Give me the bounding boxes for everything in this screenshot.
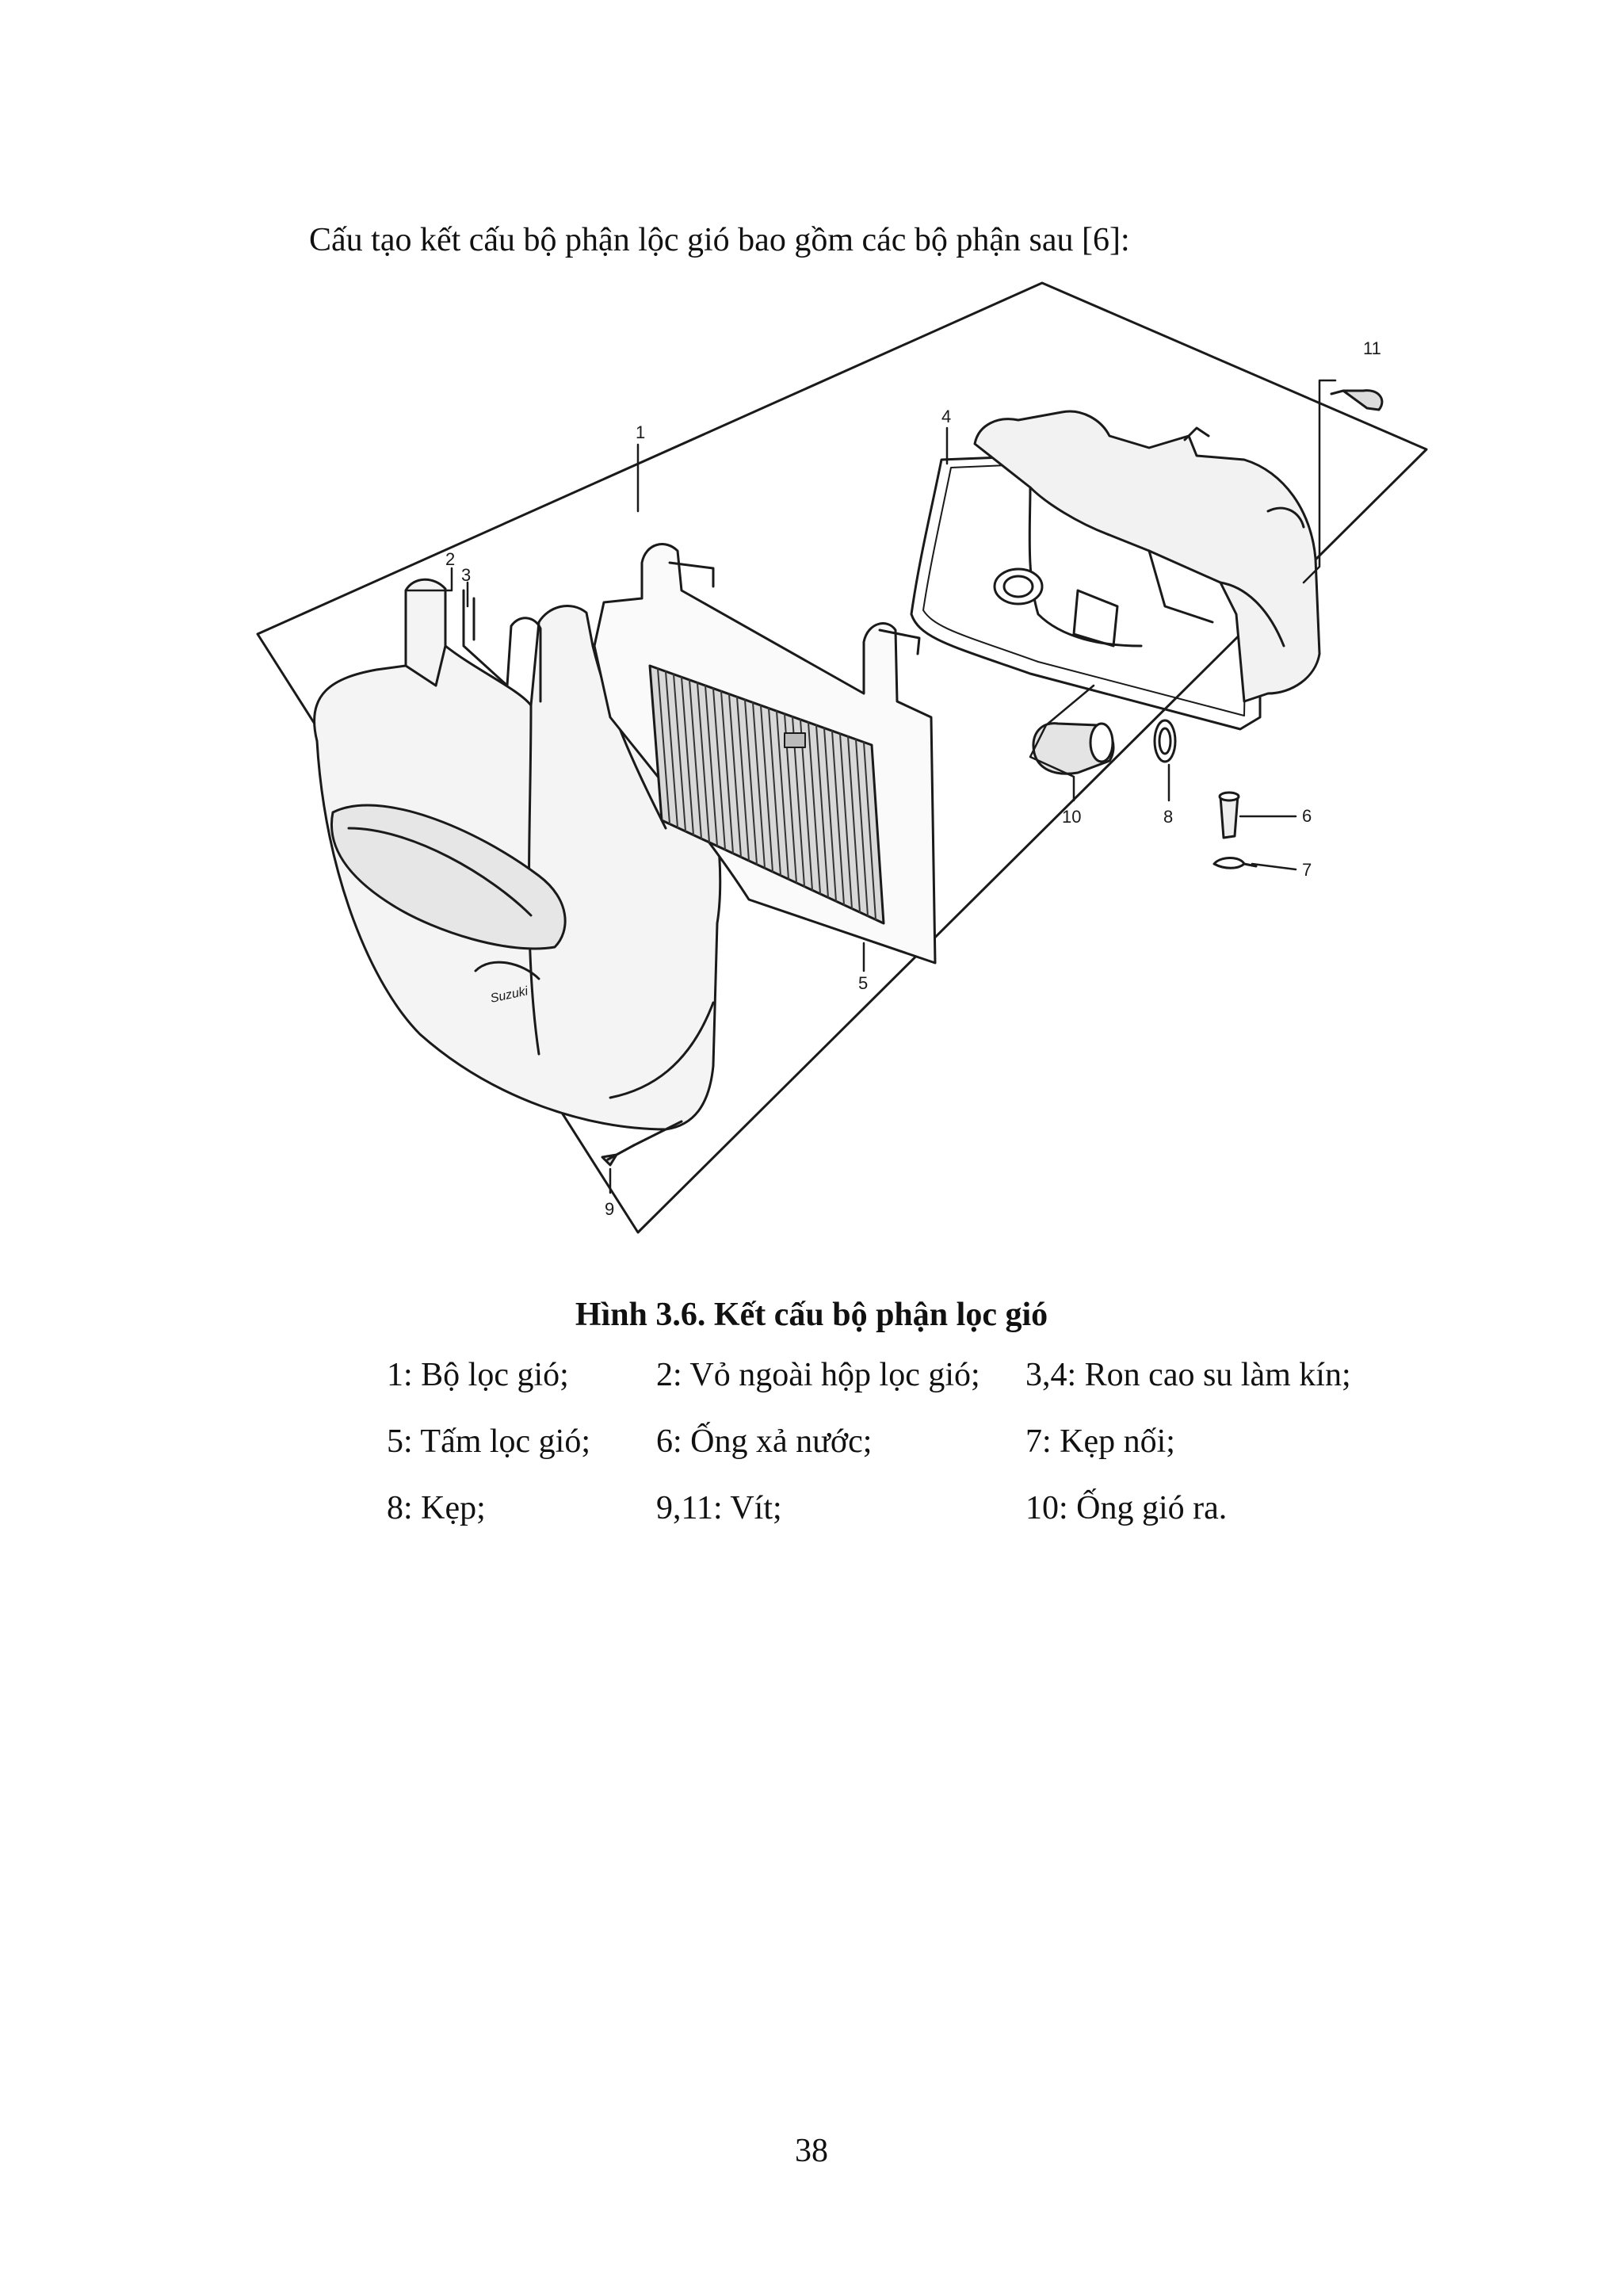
leader-lines — [404, 379, 1337, 1194]
filter-pleat-line — [673, 673, 686, 832]
filter-pleat-line — [728, 693, 742, 858]
callout-11: 11 — [1363, 338, 1381, 358]
legend-item: 3,4: Ron cao su làm kín; — [1025, 1357, 1351, 1393]
drain-tube-part — [1218, 791, 1240, 839]
screw-9-part — [601, 1120, 683, 1167]
filter-pleat-line — [760, 705, 773, 873]
filter-pleat-line — [847, 735, 861, 914]
callout-7: 7 — [1302, 860, 1312, 880]
filter-pleat-line — [768, 707, 781, 877]
clamp-part — [1153, 719, 1177, 763]
filter-pleat-line — [863, 741, 876, 921]
callout-6: 6 — [1302, 806, 1312, 826]
filter-pleat-line — [681, 676, 694, 836]
callout-2: 2 — [445, 549, 455, 569]
callout-8: 8 — [1163, 807, 1173, 827]
intro-text: Cấu tạo kết cấu bộ phận lộc gió bao gồm … — [309, 222, 1130, 258]
filter-pleat-line — [752, 701, 766, 869]
legend-item: 7: Kẹp nối; — [1025, 1423, 1175, 1460]
legend-item: 2: Vỏ ngoài hộp lọc gió; — [656, 1357, 980, 1393]
filter-element-part — [593, 543, 937, 965]
filter-pleat-line — [689, 678, 702, 840]
filter-pleat-line — [665, 670, 678, 829]
filter-pleat-line — [744, 698, 758, 865]
filter-pleat-line — [855, 738, 869, 917]
legend-item: 5: Tấm lọc gió; — [387, 1423, 591, 1460]
legend-item: 6: Ống xả nước; — [656, 1423, 873, 1460]
filter-pleat-line — [712, 687, 726, 851]
legend-item: 10: Ống gió ra. — [1025, 1490, 1228, 1526]
outlet-tube-part — [1032, 722, 1115, 775]
legend-item: 8: Kẹp; — [387, 1490, 486, 1526]
filter-pleat-line — [720, 690, 734, 854]
callout-9: 9 — [605, 1199, 614, 1219]
filter-pleat-line — [657, 667, 670, 825]
filter-pleat-line — [808, 721, 821, 895]
filter-pleat-line — [839, 732, 853, 910]
filter-pleat-line — [815, 724, 829, 899]
air-filter-exploded-diagram: 1 2 3 4 5 6 7 8 9 10 11 Suzuki — [256, 281, 1428, 1234]
filter-pleat-line — [776, 710, 789, 881]
callout-1: 1 — [636, 422, 645, 442]
callout-5: 5 — [858, 973, 868, 993]
connector-clip-part — [1212, 857, 1258, 869]
filter-pleat-line — [697, 682, 710, 843]
figure-caption: Hình 3.6. Kết cấu bộ phận lọc gió — [575, 1297, 1048, 1333]
gasket-4 — [910, 438, 1262, 731]
screw-11-part — [1330, 389, 1384, 411]
callout-3: 3 — [461, 565, 471, 585]
housing-body-part — [973, 410, 1321, 703]
page-number: 38 — [795, 2133, 828, 2169]
legend-item: 9,11: Vít; — [656, 1490, 782, 1526]
filter-pleat-line — [823, 727, 837, 903]
callout-4: 4 — [941, 407, 951, 426]
filter-pleat-line — [705, 685, 718, 847]
filter-pleat-line — [736, 696, 750, 862]
filter-pleat-line — [831, 730, 845, 906]
gasket-3 — [462, 589, 542, 703]
legend-item: 1: Bộ lọc gió; — [387, 1357, 569, 1393]
callout-10: 10 — [1062, 807, 1081, 827]
